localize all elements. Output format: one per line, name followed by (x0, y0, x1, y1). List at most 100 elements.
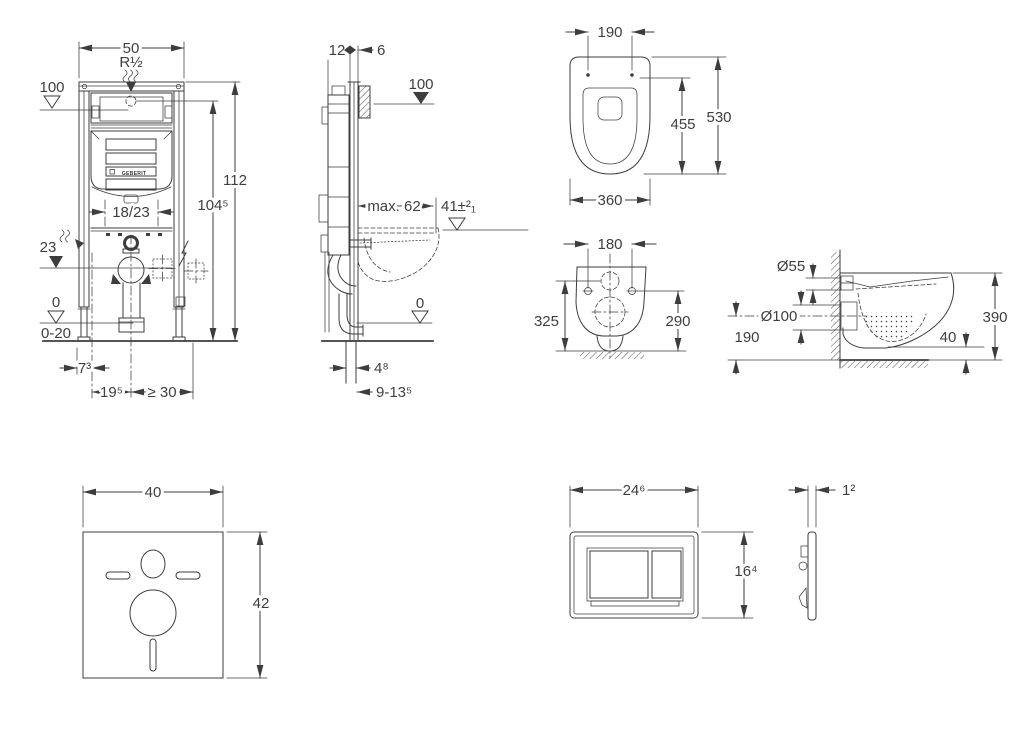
brand-band (105, 166, 157, 177)
dim-label-clearance-side: ≥ 30 (147, 384, 176, 401)
drain-outlet-box (118, 317, 145, 333)
dim-label-inlet-diameter: Ø55 (777, 258, 805, 275)
steam-squiggle-icon (122, 69, 128, 83)
dim-label-plate-height: 16⁴ (734, 563, 757, 580)
plate-recess (586, 547, 684, 602)
wc-dashed-outline (357, 227, 440, 282)
dim-label-depth-profile: 12 (329, 42, 346, 59)
dim-label-height-total: 390 (982, 309, 1007, 326)
filled-triangle-marker (413, 92, 429, 104)
dim-label-anchor-spacing: 180 (597, 236, 622, 253)
open-triangle-marker (43, 95, 61, 109)
open-triangle-marker (47, 310, 65, 324)
dim-label-floor-range: 0-20 (41, 325, 71, 342)
dim-label-height-anchors: 290 (665, 313, 690, 330)
dim-label-level-floor: 0 (52, 294, 60, 311)
flush-plate-front-view: 24⁶ 16⁴ (569, 479, 761, 619)
hinge-point (630, 73, 634, 77)
frame-side-structure (318, 81, 440, 342)
plate-side-outline (807, 531, 817, 621)
supply-arrow (126, 82, 136, 92)
frame-front-dimensions: 50 R½ 100 112 104⁵ 18/23 23 0 0-2 (39, 37, 249, 404)
dim-label-wall-range: 9-13⁵ (376, 384, 412, 401)
clip (800, 545, 809, 558)
wc-top-dimensions: 190 455 530 360 (565, 21, 735, 212)
drain-cutout (129, 589, 177, 637)
brand-label: GEBERIT (122, 171, 147, 177)
access-slot (105, 138, 157, 151)
dim-label-height-total: 112 (223, 172, 247, 189)
frame-side-view: 12 6 100 max. 62 41±²₁ 0 4⁸ 9-13⁵ (318, 42, 529, 401)
floor-hatch (580, 352, 644, 359)
wc-side-view: Ø55 Ø100 190 40 390 (727, 249, 1011, 375)
drain-pipe (338, 293, 364, 335)
dim-label-thread: R½ (119, 54, 143, 71)
dim-label-offset-foot: 7³ (78, 360, 91, 377)
wc-back-dimensions: 180 325 290 (534, 233, 694, 352)
frame-side-dimensions: 12 6 100 max. 62 41±²₁ 0 4⁸ 9-13⁵ (321, 42, 529, 401)
wc-side-dimensions: Ø55 Ø100 190 40 390 (727, 258, 1011, 375)
flush-button-large (589, 550, 649, 599)
dim-label-level-cistern: 100 (408, 76, 433, 93)
floor-hatch (840, 361, 928, 368)
supply-connection (125, 95, 137, 107)
wc-seat-outline (582, 87, 638, 165)
wall-hatch (831, 252, 840, 360)
open-triangle-marker (448, 217, 466, 231)
access-slot (105, 152, 157, 165)
pivot (798, 561, 808, 571)
cistern-profile (327, 94, 350, 256)
wc-profile (840, 272, 955, 349)
dim-label-plate-width: 24⁶ (623, 482, 646, 499)
supply-hole (600, 271, 620, 291)
diamond-arrow (344, 45, 356, 55)
dim-label-seat-height: 41±²₁ (441, 198, 476, 215)
dim-label-level-outlet: 23 (40, 239, 57, 256)
anchor-slot (175, 571, 201, 580)
wall-mount-block (358, 85, 371, 119)
dim-label-mat-height: 42 (253, 595, 270, 612)
plate-side-dimensions: 1² (788, 482, 855, 528)
dim-label-depth-rail: 6 (377, 42, 385, 59)
wall-anchor (175, 296, 186, 307)
mat-dimensions: 40 42 (82, 481, 272, 679)
flush-opening (597, 96, 623, 121)
frame-front-view: GEBERIT (39, 37, 249, 404)
mat-outline (82, 531, 224, 679)
dim-label-rail-depth: 4⁸ (374, 360, 389, 377)
access-slot (105, 178, 157, 191)
water-area (863, 312, 913, 341)
wc-back-outline (575, 266, 647, 337)
hinge-point (586, 73, 590, 77)
flush-button-small (651, 550, 682, 599)
dim-label-outlet-diameter: Ø100 (761, 308, 798, 325)
dim-label-level-cistern: 100 (39, 79, 64, 96)
hook (798, 586, 808, 609)
frame-structure (77, 81, 186, 342)
frame-fittings (59, 69, 209, 333)
dim-label-outlet-height: 190 (734, 329, 759, 346)
dim-label-depth-bowl: 455 (670, 116, 695, 133)
plate-front-dimensions: 24⁶ 16⁴ (569, 479, 761, 619)
wc-back-view: 180 325 290 (534, 233, 694, 359)
dim-label-hinge-spacing: 190 (597, 24, 622, 41)
dim-label-height-supply: 104⁵ (197, 197, 228, 214)
dim-label-height-supply: 325 (534, 313, 559, 330)
flush-slot (149, 638, 157, 672)
dim-label-width-top: 50 (123, 40, 140, 57)
anchor-slot (105, 571, 131, 580)
wc-top-view: 190 455 530 360 (565, 21, 735, 212)
cistern: GEBERIT (90, 130, 173, 204)
dim-label-bottom-gap: 40 (940, 329, 957, 346)
flush-plate-side-view: 1² (788, 482, 855, 621)
flush-bend (327, 254, 353, 295)
plate-outline (569, 531, 699, 619)
dim-label-anchor-spacing: 18/23 (112, 204, 150, 221)
dim-label-level-floor: 0 (416, 295, 424, 312)
outlet-stub (840, 301, 858, 331)
dim-label-plate-thickness: 1² (842, 482, 855, 499)
open-triangle-marker (411, 310, 429, 324)
supply-cutout (140, 549, 166, 579)
sound-mat-view: 40 42 (82, 481, 272, 679)
